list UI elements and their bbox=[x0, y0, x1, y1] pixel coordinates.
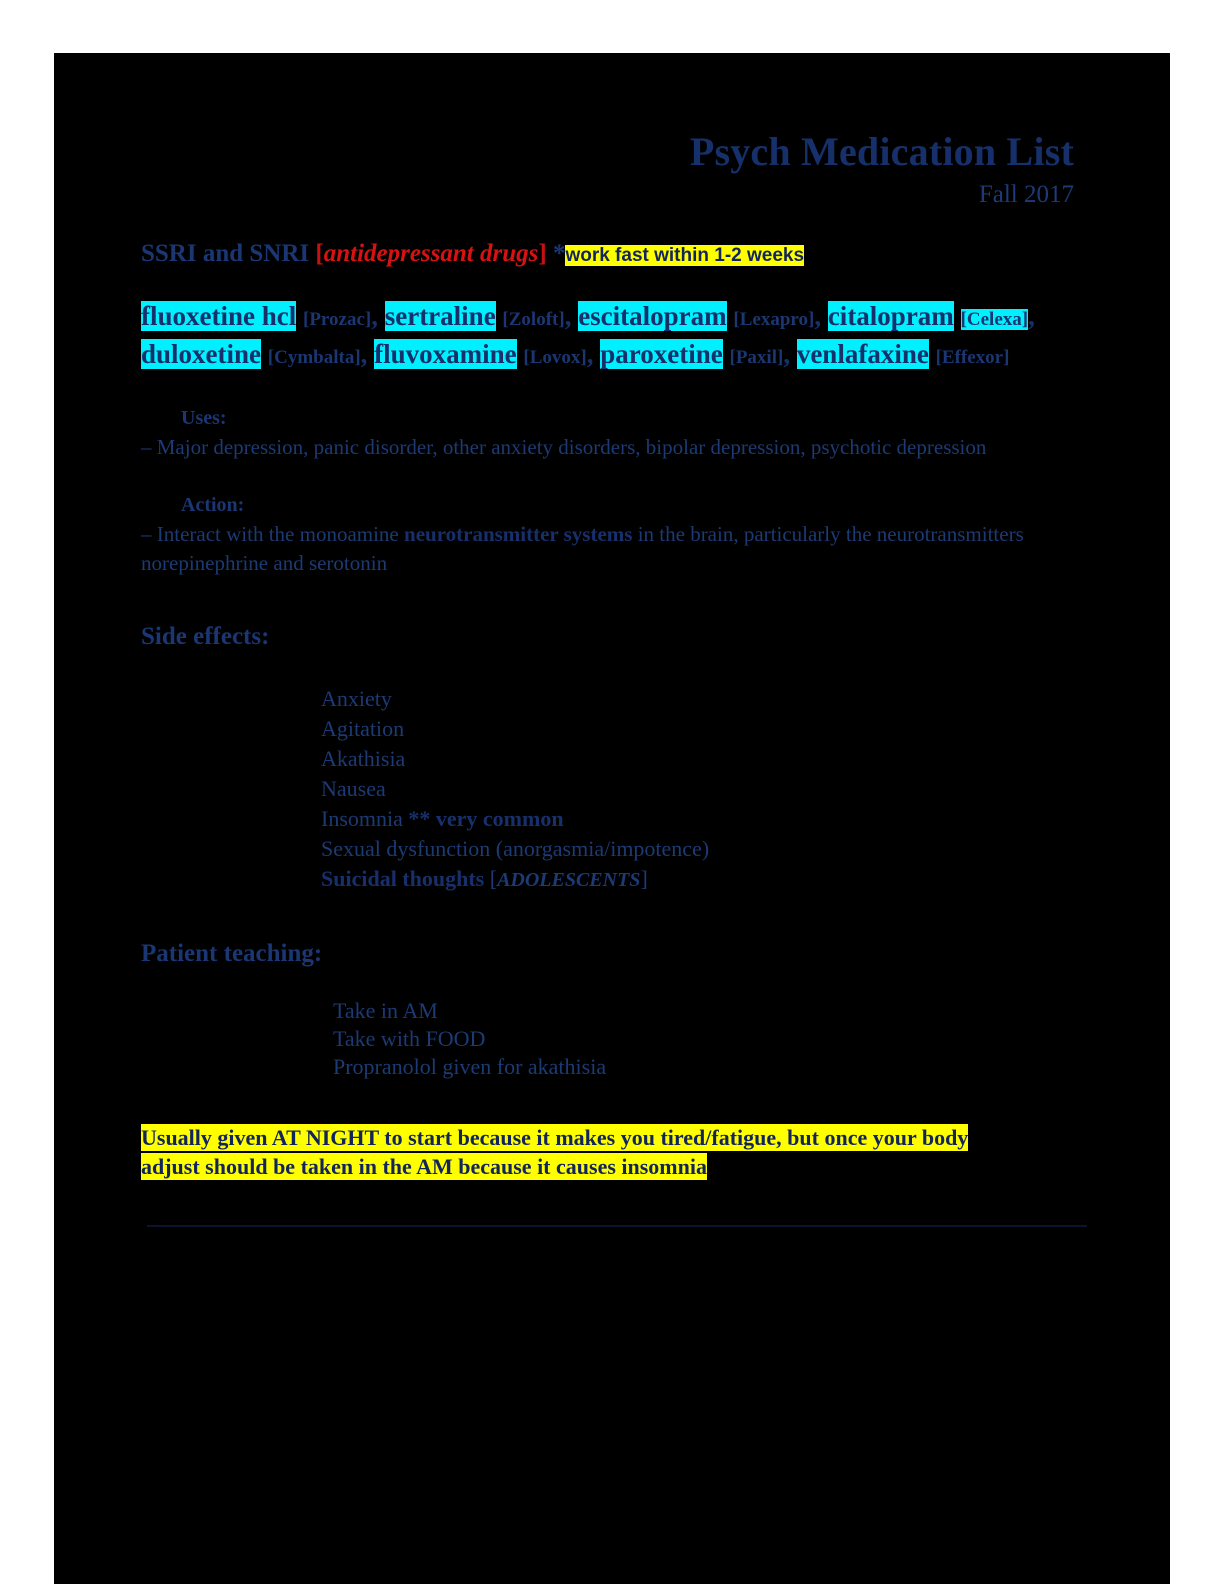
title-block: Psych Medication List Fall 2017 bbox=[54, 53, 1170, 211]
drug-generic-name: venlafaxine bbox=[796, 339, 929, 369]
drug-separator: , bbox=[814, 301, 822, 331]
drug-separator: , bbox=[783, 339, 791, 369]
side-effect-item: Sexual dysfunction (anorgasmia/impotence… bbox=[321, 834, 1110, 864]
page-subtitle: Fall 2017 bbox=[978, 181, 1074, 208]
side-effect-text: Akathisia bbox=[321, 746, 406, 771]
uses-label: Uses: bbox=[181, 407, 227, 429]
night-dosing-note: Usually given AT NIGHT to start because … bbox=[141, 1123, 1046, 1181]
page-sheet: Psych Medication List Fall 2017 SSRI and… bbox=[54, 53, 1170, 1584]
drug-brand-name: [Lexapro] bbox=[733, 309, 815, 330]
night-dosing-note-line2: adjust should be taken in the AM because… bbox=[141, 1153, 707, 1180]
side-effect-bracket-close: ] bbox=[640, 866, 648, 891]
drug-separator: , bbox=[564, 301, 572, 331]
side-effect-text: Sexual dysfunction (anorgasmia/impotence… bbox=[321, 836, 710, 861]
side-effect-bracket-open: [ bbox=[484, 866, 498, 891]
section-highlight-note: work fast within 1-2 weeks bbox=[565, 245, 805, 266]
patient-teaching-heading: Patient teaching: bbox=[141, 940, 323, 967]
action-group: Action: – Interact with the monoamine ne… bbox=[141, 492, 1110, 578]
action-label: Action: bbox=[181, 494, 245, 516]
patient-teaching-item: Propranolol given for akathisia bbox=[333, 1054, 607, 1079]
side-effect-text: Agitation bbox=[321, 716, 405, 741]
side-effect-text: Insomnia bbox=[321, 806, 409, 831]
uses-text: – Major depression, panic disorder, othe… bbox=[141, 435, 987, 459]
section-bracket-close: ] bbox=[538, 240, 547, 267]
patient-teaching-list: Take in AM Take with FOOD Propranolol give… bbox=[141, 997, 1110, 1081]
body-wrap: SSRI and SNRI [antidepressant drugs] *wo… bbox=[54, 239, 1170, 1227]
drug-brand-name: [Prozac] bbox=[303, 309, 372, 330]
page-content: Psych Medication List Fall 2017 SSRI and… bbox=[54, 53, 1170, 1227]
night-dosing-note-line1: Usually given AT NIGHT to start because … bbox=[141, 1124, 969, 1151]
drug-brand-name: [Paxil] bbox=[729, 347, 784, 368]
footer-divider bbox=[147, 1225, 1087, 1227]
action-text-after: in the brain, particularly the neurotran… bbox=[141, 522, 1024, 575]
drug-generic-name: paroxetine bbox=[600, 339, 723, 369]
drug-list-paragraph: fluoxetine hcl [Prozac], sertraline [Zol… bbox=[141, 299, 1110, 375]
drug-generic-name: fluoxetine hcl bbox=[141, 301, 297, 331]
action-text-before: – Interact with the monoamine bbox=[141, 522, 405, 546]
drug-separator: , bbox=[586, 339, 594, 369]
section-star: * bbox=[546, 240, 566, 267]
drug-brand-name: [Lovox] bbox=[523, 347, 587, 368]
drug-generic-name: fluvoxamine bbox=[374, 339, 517, 369]
drug-brand-name: [Effexor] bbox=[935, 347, 1010, 368]
drug-generic-name: duloxetine bbox=[141, 339, 262, 369]
side-effect-emphasis: ** very common bbox=[408, 806, 564, 831]
action-text-bold: neurotransmitter systems bbox=[404, 522, 633, 546]
side-effect-text: Anxiety bbox=[321, 686, 392, 711]
section-heading-ssri-snri: SSRI and SNRI [antidepressant drugs] *wo… bbox=[141, 239, 1110, 271]
drug-generic-name: escitalopram bbox=[578, 301, 727, 331]
drug-brand-name: [Cymbalta] bbox=[267, 347, 361, 368]
side-effect-item: Anxiety bbox=[321, 684, 1110, 714]
patient-teaching-item: Take in AM bbox=[333, 998, 438, 1023]
drug-brand-name: [Zoloft] bbox=[502, 309, 565, 330]
drug-separator: , bbox=[1028, 301, 1035, 331]
side-effect-item: Akathisia bbox=[321, 744, 1110, 774]
uses-group: Uses: – Major depression, panic disorder… bbox=[141, 405, 1110, 462]
side-effect-item: Nausea bbox=[321, 774, 1110, 804]
section-bracket-text: antidepressant drugs bbox=[323, 240, 539, 267]
drug-separator: , bbox=[371, 301, 378, 331]
drug-separator: , bbox=[360, 339, 368, 369]
side-effect-item: Insomnia ** very common bbox=[321, 804, 1110, 834]
side-effect-item: Suicidal thoughts [ADOLESCENTS] bbox=[321, 864, 1110, 895]
drug-generic-name: sertraline bbox=[384, 301, 496, 331]
side-effects-heading: Side effects: bbox=[141, 623, 270, 650]
page-title: Psych Medication List bbox=[689, 129, 1074, 174]
drug-generic-name: citalopram bbox=[827, 301, 954, 331]
drug-brand-name: [Celexa] bbox=[960, 309, 1029, 330]
section-heading-main: SSRI and SNRI bbox=[141, 240, 316, 267]
patient-teaching-item: Take with FOOD bbox=[333, 1026, 486, 1051]
side-effect-item: Agitation bbox=[321, 714, 1110, 744]
side-effect-text: Nausea bbox=[321, 776, 386, 801]
section-bracket-open: [ bbox=[315, 240, 324, 267]
side-effect-emphasis: Suicidal thoughts bbox=[321, 866, 485, 891]
action-text: – Interact with the monoamine neurotrans… bbox=[141, 520, 1110, 578]
side-effect-bracket-text: ADOLESCENTS bbox=[497, 869, 641, 891]
